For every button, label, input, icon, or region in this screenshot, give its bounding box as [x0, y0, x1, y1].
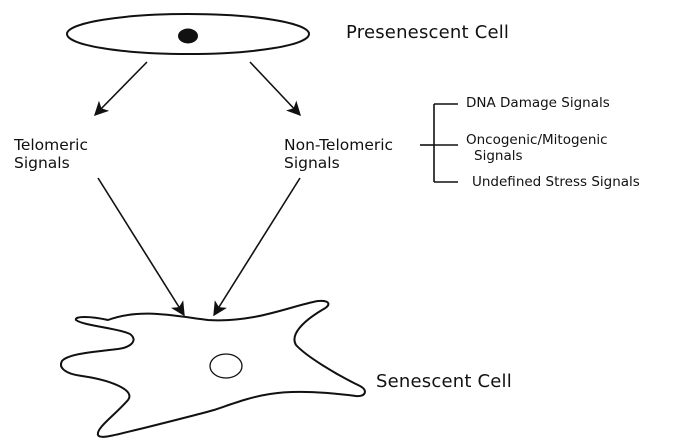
telomeric-label-line1: Telomeric [14, 137, 88, 155]
senescent-nucleus [210, 354, 242, 378]
presenescent-nucleus [178, 29, 198, 44]
senescent-cell-label: Senescent Cell [376, 372, 512, 393]
arrow-nontelomeric-to-senescent [214, 178, 300, 315]
nontelomeric-label-line2: Signals [284, 155, 393, 173]
nontelomeric-signals-label: Non-Telomeric Signals [284, 137, 393, 173]
telomeric-signals-label: Telomeric Signals [14, 137, 88, 173]
presenescent-cell-label: Presenescent Cell [346, 23, 509, 44]
source-bracket [420, 104, 458, 182]
arrow-to-telomeric [95, 62, 147, 115]
source-oncogenic-line1: Oncogenic/Mitogenic [466, 133, 608, 149]
presenescent-cell-shape [67, 14, 309, 54]
arrow-to-nontelomeric [250, 62, 300, 115]
senescent-cell-shape [61, 301, 365, 437]
nontelomeric-label-line1: Non-Telomeric [284, 137, 393, 155]
telomeric-label-line2: Signals [14, 155, 88, 173]
source-undefined-stress: Undefined Stress Signals [472, 175, 640, 191]
source-dna-damage: DNA Damage Signals [466, 96, 610, 112]
arrow-telomeric-to-senescent [98, 178, 184, 315]
source-oncogenic-line2: Signals [466, 149, 608, 165]
source-oncogenic-mitogenic: Oncogenic/Mitogenic Signals [466, 133, 608, 164]
